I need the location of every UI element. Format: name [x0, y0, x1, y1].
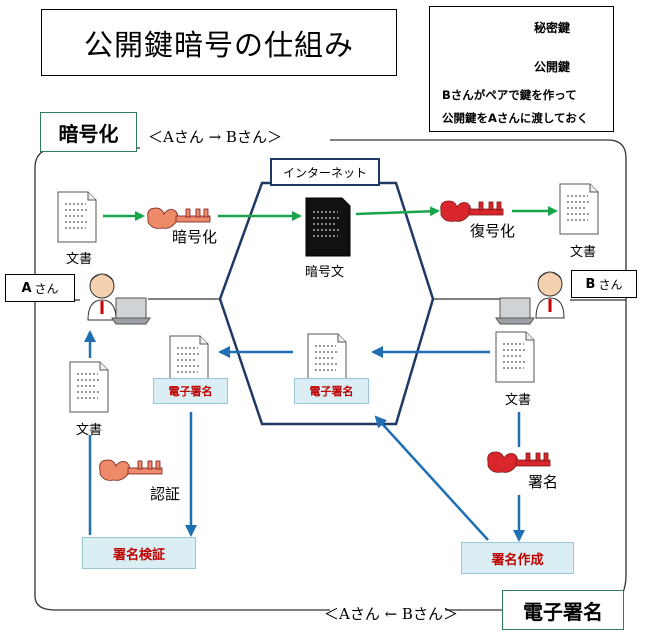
signature-tag-mid: 電子署名	[294, 378, 369, 404]
legend-note-line2: 公開鍵をAさんに渡しておく	[442, 111, 589, 125]
verify-public-key-icon	[99, 459, 163, 481]
encrypt-key-label: 暗号化	[172, 228, 218, 246]
legend-note-line1: Bさんがペアで鍵を作って	[442, 88, 577, 102]
ciphertext-label: 暗号文	[305, 265, 345, 280]
person-a-suffix: さん	[34, 281, 59, 296]
decrypt-private-key-icon	[440, 200, 504, 222]
person-b-suffix: さん	[598, 277, 623, 292]
page-title: 公開鍵暗号の仕組み	[41, 9, 397, 76]
legend-public-key-label: 公開鍵	[534, 60, 571, 74]
signature-tag-left: 電子署名	[153, 378, 228, 404]
decrypt-key-label: 復号化	[470, 222, 516, 240]
encryption-section-label: 暗号化	[40, 112, 137, 152]
doc-label-b-top: 文書	[570, 245, 597, 260]
ciphertext-icon	[305, 197, 351, 257]
encrypt-public-key-icon	[147, 207, 211, 229]
person-b-letter: B	[585, 276, 596, 292]
verify-key-label: 認証	[150, 485, 181, 503]
legend-box: 秘密鍵 公開鍵 Bさんがペアで鍵を作って 公開鍵をAさんに渡しておく	[429, 6, 614, 132]
internet-label: インターネット	[270, 158, 380, 186]
signature-direction: ＜Aさん ← Bさん＞	[324, 605, 458, 623]
verify-signature-box: 署名検証	[82, 537, 196, 569]
arrow-cipher-to-key	[355, 206, 440, 217]
signature-section-label: 電子署名	[502, 590, 624, 630]
sign-key-label: 署名	[528, 473, 559, 491]
doc-label-b-sign: 文書	[505, 393, 532, 408]
doc-label-a-top: 文書	[66, 252, 93, 267]
arrow-create-to-net	[374, 415, 489, 541]
create-signature-box: 署名作成	[461, 542, 574, 574]
encryption-direction: ＜Aさん → Bさん＞	[148, 128, 282, 146]
sign-private-key-icon	[487, 451, 551, 473]
person-a-letter: A	[21, 280, 32, 296]
legend-private-key-label: 秘密鍵	[534, 21, 571, 35]
doc-label-a-verify: 文書	[76, 423, 103, 438]
internet-hexagon	[218, 181, 435, 426]
